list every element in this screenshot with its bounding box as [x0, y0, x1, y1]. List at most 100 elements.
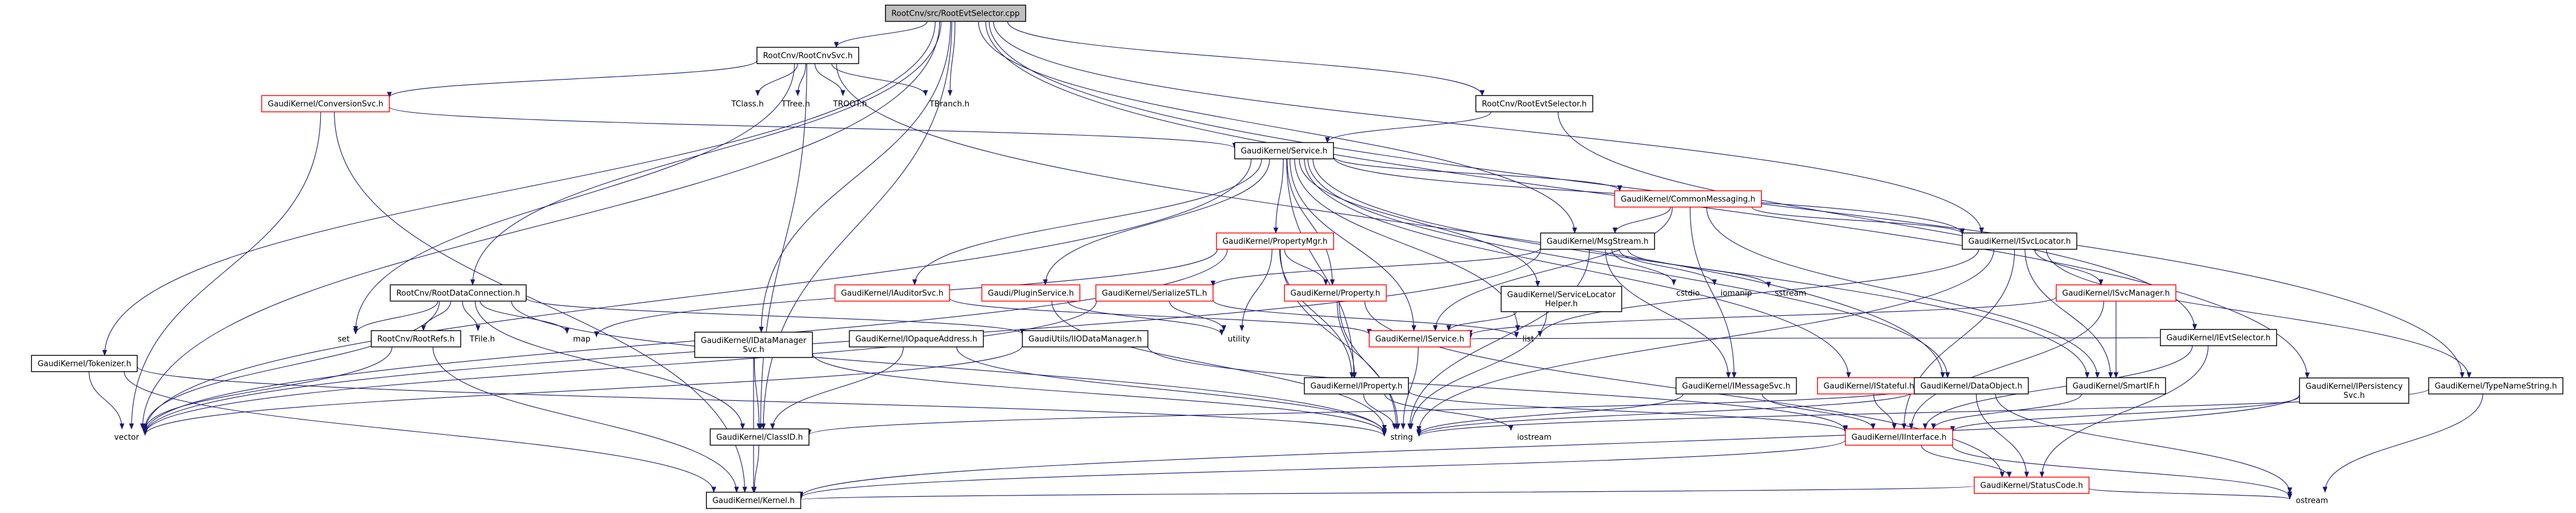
node-rootrefs[interactable]: RootCnv/RootRefs.h: [371, 330, 461, 348]
node-box: [2159, 329, 2278, 347]
node-ievtselector[interactable]: GaudiKernel/IEvtSelector.h: [2159, 329, 2278, 347]
node-label: ostream: [2296, 497, 2328, 506]
node-smartif[interactable]: GaudiKernel/SmartIF.h: [2066, 377, 2166, 395]
edge-line: [949, 297, 1371, 335]
node-pluginservice[interactable]: Gaudi/PluginService.h: [981, 284, 1080, 302]
node-iservice[interactable]: GaudiKernel/IService.h: [1368, 330, 1471, 348]
edge-iservice-to-string: [1400, 347, 1419, 430]
edge-line: [89, 371, 125, 430]
node-msgstream[interactable]: GaudiKernel/MsgStream.h: [1540, 232, 1655, 250]
node-rootevtselectorh[interactable]: RootCnv/RootEvtSelector.h: [1475, 95, 1593, 113]
edge-line: [831, 63, 928, 96]
node-iproperty[interactable]: GaudiKernel/IProperty.h: [1303, 377, 1409, 395]
node-box: [1962, 232, 2077, 250]
node-box: [834, 284, 950, 302]
edge-line: [124, 371, 716, 493]
node-label: string: [1390, 433, 1412, 442]
edge-line: [1337, 301, 1357, 379]
edge-line: [947, 21, 956, 96]
edge-line: [1605, 249, 1731, 379]
edge-commonmessaging-to-iservice: [1432, 207, 1673, 332]
node-box: [2066, 377, 2166, 395]
edge-servicelocatorhelper-to-string: [1408, 311, 1548, 430]
edge-statuscode-to-kernel: [799, 485, 1975, 501]
node-label: GaudiKernel/Service.h: [1241, 147, 1327, 156]
edge-line: [1408, 390, 1848, 433]
node-box: [2428, 377, 2564, 395]
edge-iinterface-to-kernel: [798, 439, 1846, 499]
node-isvclocator[interactable]: GaudiKernel/ISvcLocator.h: [1962, 232, 2077, 250]
edge-typenamestring-to-ostream: [2322, 394, 2483, 493]
edge-line: [1408, 311, 1548, 430]
node-label: set: [338, 335, 350, 344]
node-kernel[interactable]: GaudiKernel/Kernel.h: [705, 491, 801, 509]
edge-property-to-string: [1338, 301, 1400, 430]
edge-imessagesvc-to-string: [1416, 394, 1684, 435]
edge-line: [993, 21, 1984, 234]
node-classid[interactable]: GaudiKernel/ClassID.h: [710, 428, 810, 446]
node-box: [1540, 232, 1655, 250]
edge-ievtselector-to-statuscode: [2039, 345, 2209, 478]
edge-pluginservice-to-utility: [1067, 301, 1224, 336]
node-isvcmanager[interactable]: GaudiKernel/ISvcManager.h: [2056, 284, 2177, 302]
node-statuscode[interactable]: GaudiKernel/StatusCode.h: [1974, 476, 2089, 494]
edge-commonmessaging-to-imessagesvc: [1689, 207, 1737, 379]
edge-line: [834, 21, 928, 48]
node-tbranch: TBranch.h: [929, 100, 969, 109]
node-iopaqueaddress[interactable]: GaudiKernel/IOpaqueAddress.h: [849, 330, 984, 348]
edge-line: [1007, 21, 1485, 96]
node-label: GaudiKernel/ClassID.h: [716, 433, 803, 442]
node-box: [981, 284, 1080, 302]
node-iiodatamanager[interactable]: GaudiUtils/IIODataManager.h: [1022, 330, 1148, 348]
edge-propertymgr-to-utility: [1239, 249, 1273, 332]
node-commonmessaging[interactable]: GaudiKernel/CommonMessaging.h: [1614, 190, 1762, 208]
edge-line: [1627, 249, 1771, 288]
node-property[interactable]: GaudiKernel/Property.h: [1283, 284, 1387, 302]
node-conversionsvc[interactable]: GaudiKernel/ConversionSvc.h: [261, 95, 390, 113]
node-iinterface[interactable]: GaudiKernel/IInterface.h: [1845, 428, 1953, 446]
edge-root-to-rootevtselectorh: [1007, 21, 1485, 96]
node-label: GaudiKernel/MsgStream.h: [1546, 238, 1648, 247]
node-label: utility: [1228, 335, 1250, 344]
node-label: GaudiKernel/ISvcLocator.h: [1968, 238, 2071, 247]
node-box: [2299, 377, 2410, 404]
node-tokenizer[interactable]: GaudiKernel/Tokenizer.h: [31, 354, 138, 373]
node-box: [2056, 284, 2177, 302]
node-serializestl[interactable]: GaudiKernel/SerializeSTL.h: [1095, 284, 1214, 302]
edge-serializestl-to-list: [1212, 300, 1519, 338]
node-list: list: [1522, 335, 1534, 344]
edge-line: [1751, 207, 1965, 234]
edge-rootrefs-to-vector: [142, 347, 392, 432]
node-propertymgr[interactable]: GaudiKernel/PropertyMgr.h: [1216, 232, 1334, 250]
edge-line: [142, 347, 392, 432]
node-auditorsvc[interactable]: GaudiKernel/IAuditorSvc.h: [834, 284, 950, 302]
node-rootdataconnection[interactable]: RootCnv/RootDataConnection.h: [389, 284, 527, 302]
node-root[interactable]: RootCnv/src/RootEvtSelector.cpp: [884, 4, 1027, 22]
edge-root-to-tbranch: [947, 21, 956, 96]
edge-line: [2322, 394, 2483, 493]
node-dataobject[interactable]: GaudiKernel/DataObject.h: [1913, 377, 2029, 395]
node-typenamestring[interactable]: GaudiKernel/TypeNameString.h: [2428, 377, 2564, 395]
edge-line: [1931, 394, 2082, 430]
edge-rootdataconnection-to-iiodatamanager: [526, 297, 1025, 335]
edge-line: [1416, 394, 1684, 435]
edge-line: [799, 485, 1975, 501]
node-label: Svc.h: [2343, 391, 2364, 400]
edge-smartif-to-iinterface: [1931, 394, 2082, 430]
edge-line: [1284, 249, 1329, 286]
node-istateful[interactable]: GaudiKernel/IStateful.h: [1817, 377, 1921, 395]
node-service[interactable]: GaudiKernel/Service.h: [1234, 142, 1334, 160]
node-imessagesvc[interactable]: GaudiKernel/IMessageSvc.h: [1675, 377, 1797, 395]
node-label: vector: [114, 433, 139, 442]
edge-line: [470, 21, 942, 286]
node-cstdio: cstdio: [1677, 289, 1700, 298]
node-rootcnvsvc[interactable]: RootCnv/RootCnvSvc.h: [756, 46, 860, 65]
edge-service-to-vector: [142, 159, 1252, 433]
edge-pluginservice-to-string: [1051, 301, 1387, 431]
edge-tokenizer-to-kernel: [124, 371, 716, 493]
edge-dataobject-to-ostream: [1995, 394, 2293, 494]
node-label: RootCnv/src/RootEvtSelector.cpp: [892, 10, 1020, 19]
